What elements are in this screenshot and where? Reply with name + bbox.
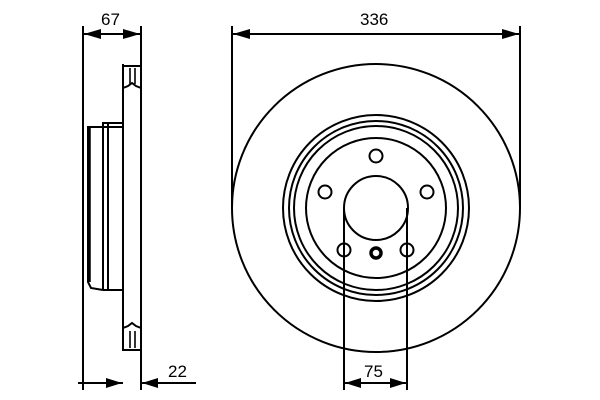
dimension-label-22: 22	[168, 362, 187, 381]
side-view: 67	[78, 10, 196, 390]
disc-outer-edge	[231, 63, 521, 353]
disc-ring-3	[293, 125, 459, 291]
arrow-left-icon	[142, 378, 158, 388]
dimension-label-336: 336	[360, 10, 388, 29]
locating-hole	[369, 246, 383, 260]
disc-ring-1	[282, 114, 470, 302]
hub-ring	[305, 137, 447, 279]
disc-ring-2	[288, 120, 464, 296]
bolt-hole-top	[368, 148, 384, 164]
arrow-left-icon	[233, 29, 250, 39]
arrow-left-icon	[84, 29, 101, 39]
arrow-right-icon	[106, 378, 122, 388]
dimension-22: 22	[78, 362, 196, 388]
bolt-hole-left	[317, 184, 333, 200]
dimension-75: 75	[343, 208, 408, 390]
dimension-label-75: 75	[364, 362, 383, 381]
dimension-label-67: 67	[101, 10, 120, 29]
arrow-right-icon	[390, 378, 406, 388]
vent-symbol-top	[122, 65, 142, 89]
dimension-336: 336	[231, 10, 521, 208]
vent-symbol-bottom	[122, 321, 142, 351]
center-bore	[343, 175, 409, 241]
arrow-right-icon	[123, 29, 140, 39]
hub-profile	[87, 122, 123, 291]
arrow-left-icon	[345, 378, 361, 388]
dimension-67: 67	[83, 10, 141, 39]
bolt-hole-right	[419, 184, 435, 200]
front-view: 336 75	[231, 10, 521, 390]
arrow-right-icon	[502, 29, 519, 39]
